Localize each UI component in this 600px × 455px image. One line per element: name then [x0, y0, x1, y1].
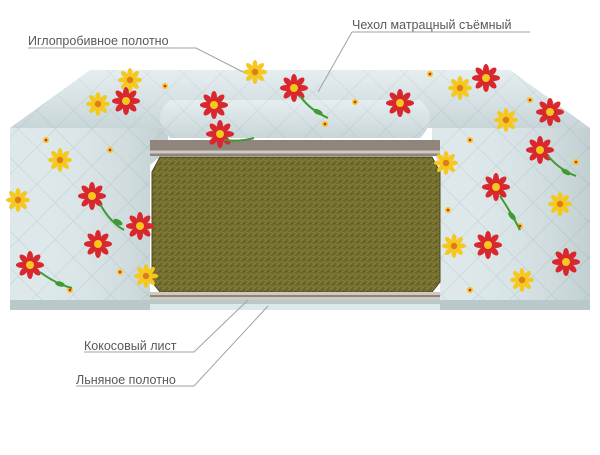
- felt-layer-top: [150, 140, 440, 156]
- leader-lines: [28, 31, 530, 387]
- leader-cover: [317, 31, 530, 93]
- label-needle-punched: Иглопробивное полотно: [28, 34, 169, 48]
- label-coconut: Кокосовый лист: [84, 339, 177, 353]
- leader-needle: [28, 47, 244, 73]
- fabric-flower-pattern: [6, 60, 580, 293]
- label-linen: Льняное полотно: [76, 373, 176, 387]
- leader-coconut: [84, 299, 249, 353]
- label-cover: Чехол матрацный съёмный: [352, 18, 512, 32]
- coconut-layer: [152, 157, 440, 292]
- leader-linen: [76, 305, 269, 387]
